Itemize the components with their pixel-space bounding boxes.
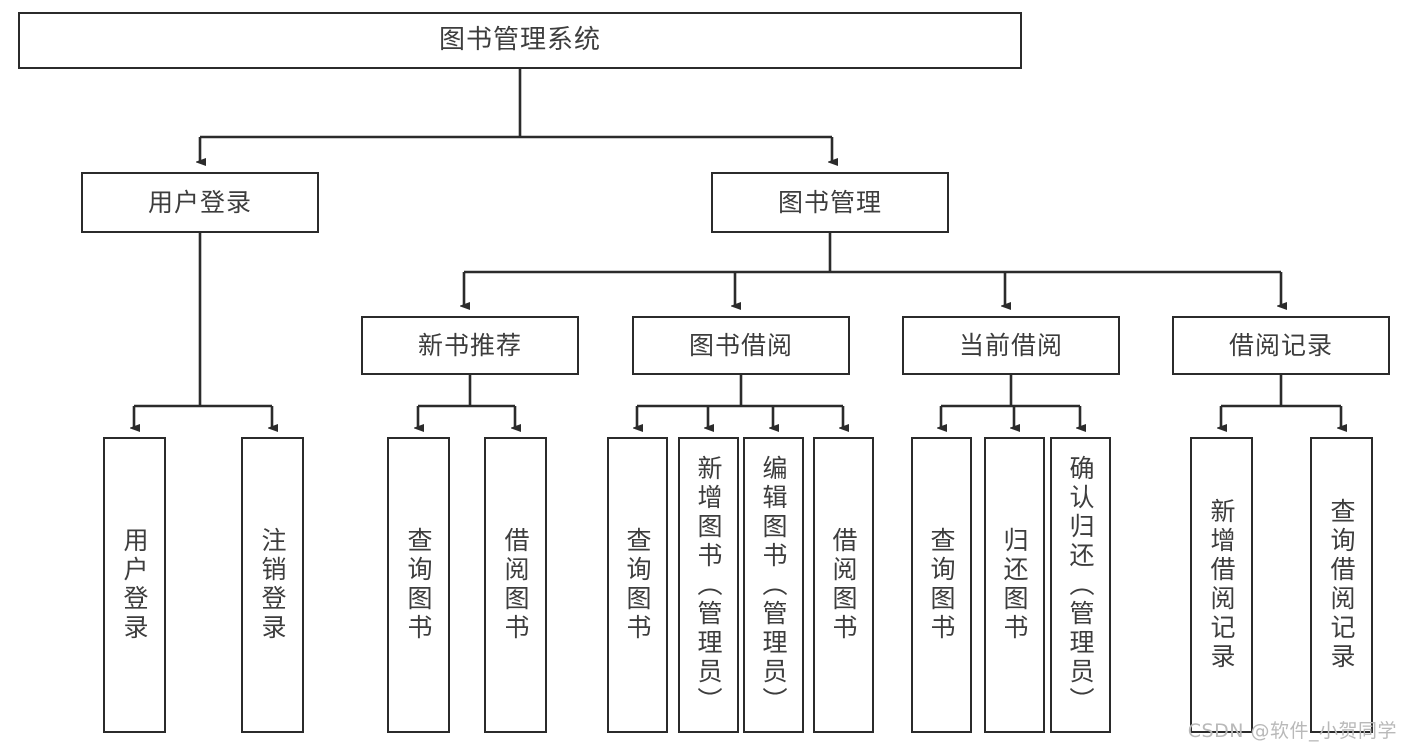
node-borrow-record[interactable]: 借阅记录: [1172, 316, 1390, 375]
node-leaf-query-book-1-label: 查询图书: [404, 527, 433, 643]
node-borrow-record-label: 借阅记录: [1228, 330, 1333, 360]
node-leaf-edit-book[interactable]: 编辑图书（管理员）: [743, 437, 804, 733]
node-book-manage[interactable]: 图书管理: [711, 172, 949, 233]
node-leaf-query-book-2[interactable]: 查询图书: [607, 437, 668, 733]
node-leaf-query-record-label: 查询借阅记录: [1327, 498, 1356, 672]
node-leaf-borrow-book-1[interactable]: 借阅图书: [484, 437, 547, 733]
node-book-manage-label: 图书管理: [777, 187, 882, 217]
node-leaf-user-login-label: 用户登录: [120, 527, 149, 643]
node-leaf-add-record[interactable]: 新增借阅记录: [1190, 437, 1253, 733]
node-leaf-return-book-label: 归还图书: [1000, 527, 1029, 643]
edge-group-borrow-record: [1221, 375, 1341, 428]
node-book-borrow[interactable]: 图书借阅: [632, 316, 850, 375]
node-leaf-query-book-1[interactable]: 查询图书: [387, 437, 450, 733]
node-current-borrow[interactable]: 当前借阅: [902, 316, 1120, 375]
node-leaf-confirm-return-label: 确认归还（管理员）: [1066, 454, 1095, 716]
edge-group-current-borrow: [941, 375, 1080, 428]
csdn-watermark: CSDN @软件_小贺同学: [1187, 720, 1397, 742]
node-leaf-add-record-label: 新增借阅记录: [1207, 498, 1236, 672]
node-user-login-label: 用户登录: [147, 187, 252, 217]
node-leaf-borrow-book-2[interactable]: 借阅图书: [813, 437, 874, 733]
edge-group-book-manage: [464, 233, 1281, 306]
node-new-book-recommend[interactable]: 新书推荐: [361, 316, 579, 375]
edge-group-user-login: [134, 233, 272, 428]
node-current-borrow-label: 当前借阅: [958, 330, 1063, 360]
node-leaf-borrow-book-1-label: 借阅图书: [501, 527, 530, 643]
node-leaf-user-login[interactable]: 用户登录: [103, 437, 166, 733]
node-leaf-edit-book-label: 编辑图书（管理员）: [759, 454, 788, 716]
node-leaf-user-logout-label: 注销登录: [258, 527, 287, 643]
node-leaf-query-record[interactable]: 查询借阅记录: [1310, 437, 1373, 733]
node-leaf-borrow-book-2-label: 借阅图书: [829, 527, 858, 643]
node-leaf-add-book-label: 新增图书（管理员）: [694, 454, 723, 716]
node-leaf-query-book-2-label: 查询图书: [623, 527, 652, 643]
node-root[interactable]: 图书管理系统: [18, 12, 1022, 69]
node-book-borrow-label: 图书借阅: [688, 330, 793, 360]
edge-group-new-book-recommend: [418, 375, 515, 428]
node-leaf-query-book-3-label: 查询图书: [927, 527, 956, 643]
node-leaf-query-book-3[interactable]: 查询图书: [911, 437, 972, 733]
edge-group-book-borrow: [637, 375, 843, 428]
node-leaf-add-book[interactable]: 新增图书（管理员）: [678, 437, 739, 733]
node-user-login[interactable]: 用户登录: [81, 172, 319, 233]
node-leaf-return-book[interactable]: 归还图书: [984, 437, 1045, 733]
node-new-book-recommend-label: 新书推荐: [417, 330, 522, 360]
node-leaf-user-logout[interactable]: 注销登录: [241, 437, 304, 733]
node-leaf-confirm-return[interactable]: 确认归还（管理员）: [1050, 437, 1111, 733]
node-root-label: 图书管理系统: [438, 25, 601, 56]
edge-group-root: [200, 69, 832, 162]
